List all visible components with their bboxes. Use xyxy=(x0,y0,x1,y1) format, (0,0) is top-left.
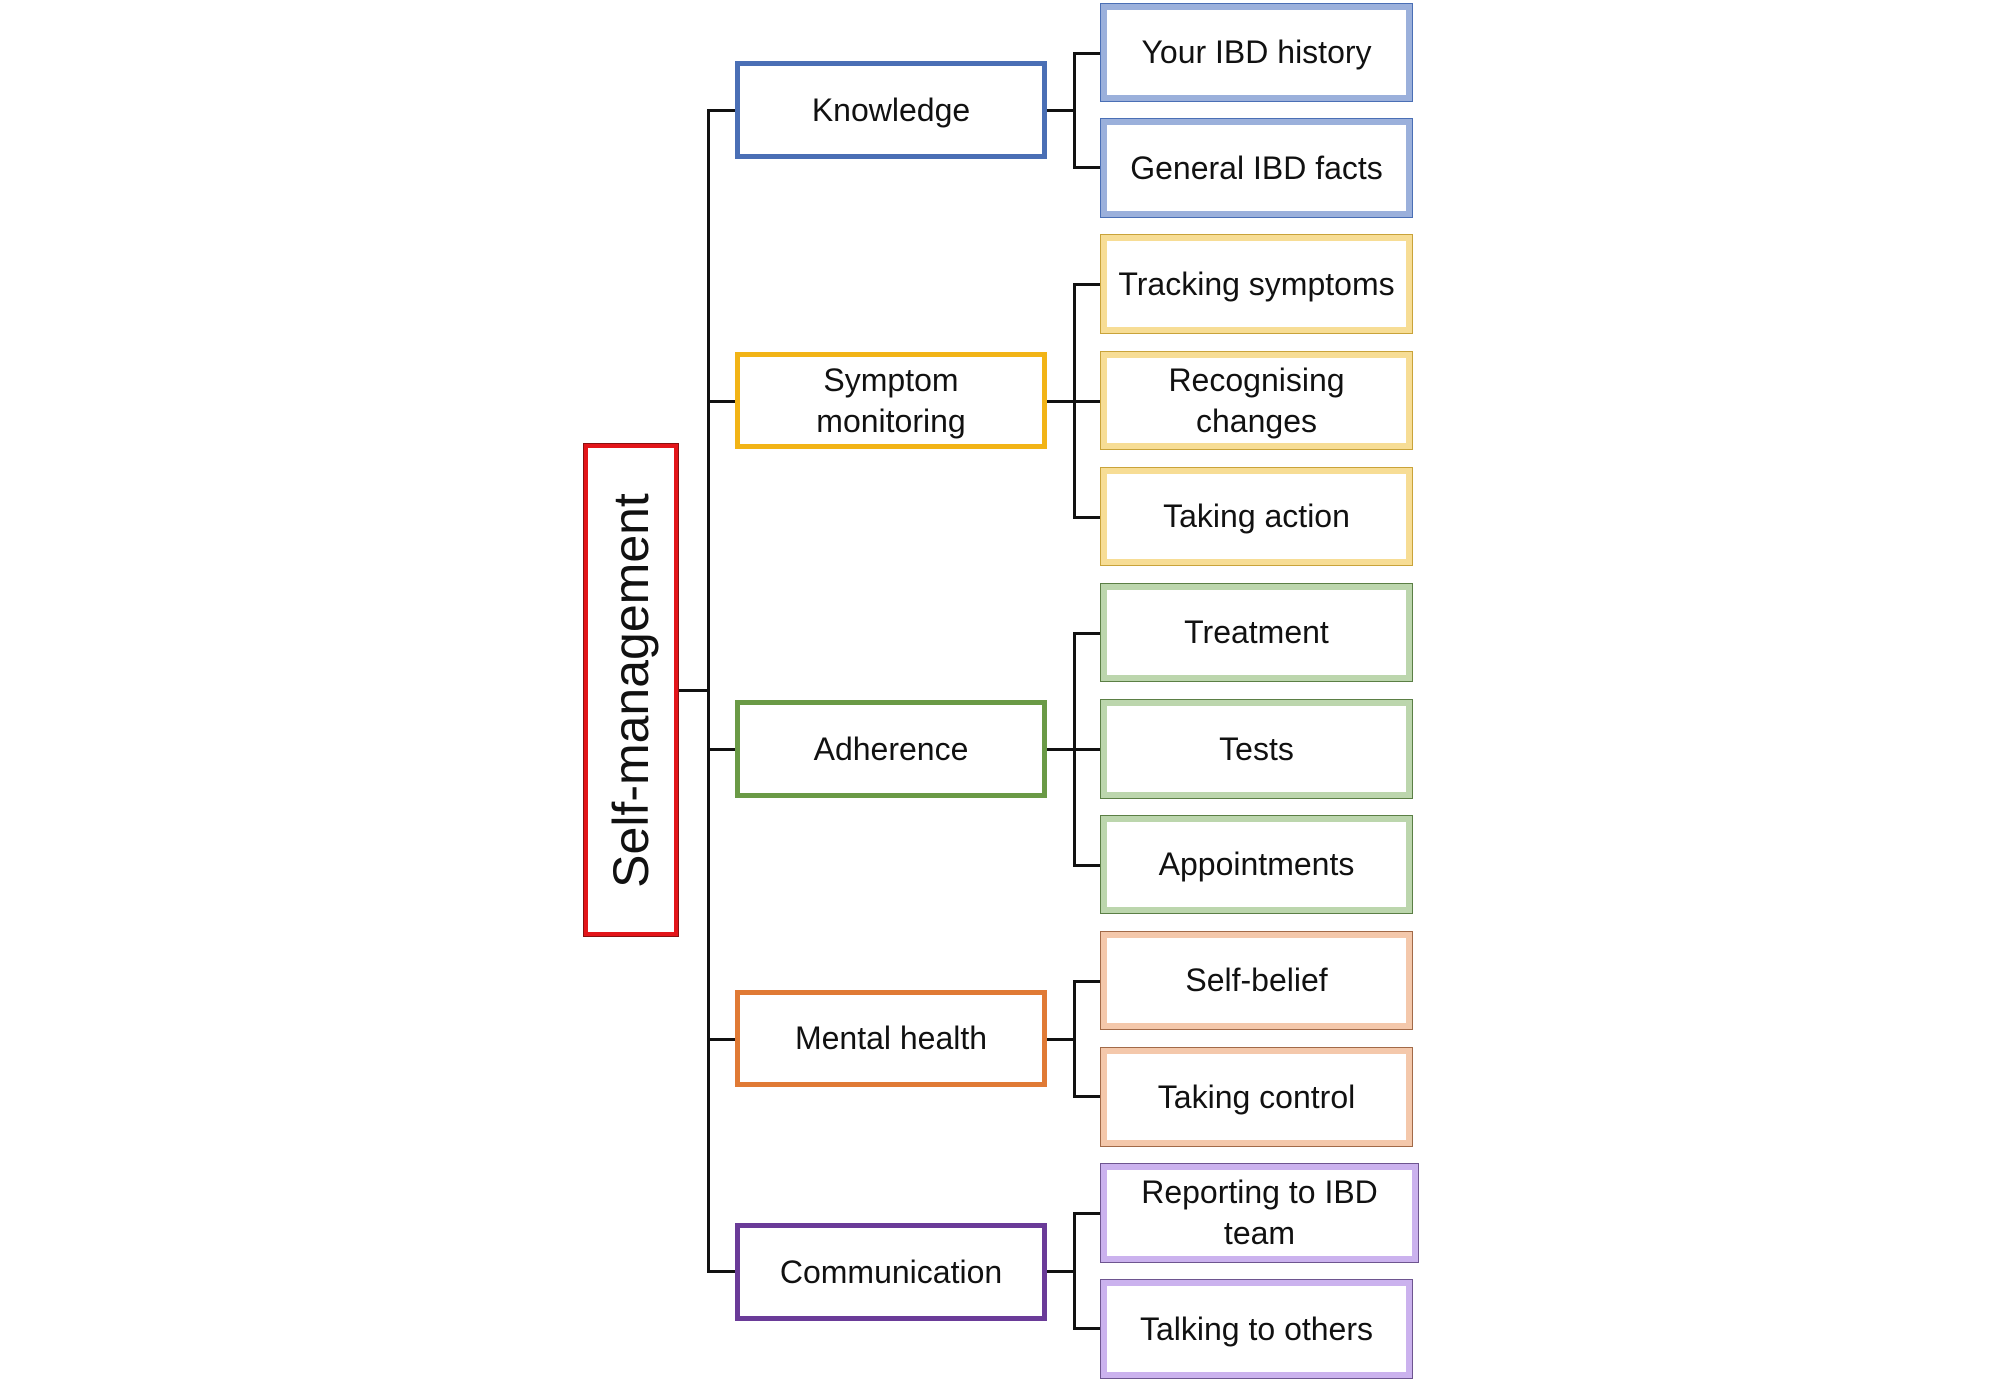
root-connector xyxy=(679,689,710,692)
leaf-treatment: Treatment xyxy=(1100,583,1413,682)
leaf-label: General IBD facts xyxy=(1130,149,1383,186)
trunk-line xyxy=(707,109,710,1273)
category-mental-health: Mental health xyxy=(735,990,1047,1087)
leaf-connector xyxy=(1073,864,1101,867)
leaf-general-ibd-facts: General IBD facts xyxy=(1100,118,1413,218)
branch-connector-knowledge xyxy=(707,109,735,112)
leaf-connector xyxy=(1073,283,1101,286)
branch-connector-symptom-monitoring xyxy=(707,400,735,403)
leaf-connector xyxy=(1073,1212,1076,1329)
leaf-reporting-to-ibd-team: Reporting to IBD team xyxy=(1100,1163,1419,1263)
root-node-self-management: Self-management xyxy=(583,443,679,937)
leaf-label: Taking action xyxy=(1163,498,1350,534)
leaf-connector xyxy=(1073,1212,1101,1215)
leaf-connector xyxy=(1073,632,1076,867)
leaf-label: Tracking symptoms xyxy=(1118,265,1395,302)
leaf-connector xyxy=(1047,1270,1074,1273)
category-label: Symptom monitoring xyxy=(816,361,966,439)
branch-connector-communication xyxy=(707,1270,735,1273)
leaf-connector xyxy=(1073,166,1101,169)
category-label: Communication xyxy=(779,1253,1003,1290)
leaf-connector xyxy=(1073,52,1076,168)
leaf-connector xyxy=(1073,632,1101,635)
category-communication: Communication xyxy=(735,1223,1047,1321)
root-label: Self-management xyxy=(602,492,659,888)
leaf-label: Recognising changes xyxy=(1168,361,1345,439)
category-adherence: Adherence xyxy=(735,700,1047,798)
leaf-connector xyxy=(1073,1327,1101,1330)
leaf-connector xyxy=(1073,980,1101,983)
leaf-label: Talking to others xyxy=(1139,1310,1373,1347)
leaf-appointments: Appointments xyxy=(1100,815,1413,914)
leaf-taking-action: Taking action xyxy=(1100,467,1413,566)
category-label: Adherence xyxy=(813,730,969,767)
leaf-label: Treatment xyxy=(1184,614,1329,650)
leaf-recognising-changes: Recognising changes xyxy=(1100,351,1413,450)
category-label: Mental health xyxy=(794,1020,988,1056)
leaf-label: Tests xyxy=(1219,730,1294,767)
leaf-label: Your IBD history xyxy=(1141,34,1372,70)
leaf-connector xyxy=(1073,283,1076,519)
leaf-your-ibd-history: Your IBD history xyxy=(1100,3,1413,102)
category-symptom-monitoring: Symptom monitoring xyxy=(735,352,1047,449)
branch-connector-mental-health xyxy=(707,1038,735,1041)
leaf-connector xyxy=(1073,980,1076,1097)
leaf-tests: Tests xyxy=(1100,699,1413,799)
category-label: Knowledge xyxy=(811,91,971,128)
leaf-label: Self-belief xyxy=(1185,962,1328,998)
leaf-connector xyxy=(1047,109,1074,112)
leaf-label: Taking control xyxy=(1157,1078,1356,1115)
leaf-label: Appointments xyxy=(1158,846,1355,882)
leaf-connector xyxy=(1047,1038,1074,1041)
leaf-tracking-symptoms: Tracking symptoms xyxy=(1100,234,1413,334)
leaf-connector xyxy=(1073,1095,1101,1098)
leaf-connector xyxy=(1073,52,1101,55)
leaf-connector xyxy=(1073,516,1101,519)
leaf-label: Reporting to IBD team xyxy=(1141,1174,1378,1251)
leaf-taking-control: Taking control xyxy=(1100,1047,1413,1147)
leaf-talking-to-others: Talking to others xyxy=(1100,1279,1413,1379)
category-knowledge: Knowledge xyxy=(735,61,1047,159)
leaf-self-belief: Self-belief xyxy=(1100,931,1413,1030)
branch-connector-adherence xyxy=(707,748,735,751)
